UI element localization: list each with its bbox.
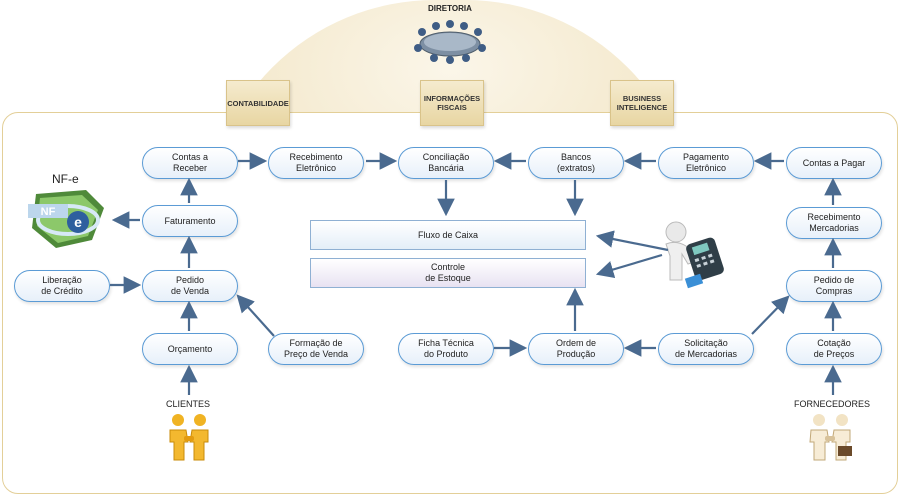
nfe-logo-icon: NF e [28, 190, 104, 248]
tab-informacoes-fiscais[interactable]: INFORMAÇÕES FISCAIS [420, 80, 484, 126]
node-solicitacao-mercadorias[interactable]: Solicitação de Mercadorias [658, 333, 754, 365]
node-ficha-tecnica[interactable]: Ficha Técnica do Produto [398, 333, 494, 365]
person-pos-terminal-icon [665, 221, 724, 289]
fluxo-caixa-box[interactable]: Fluxo de Caixa [310, 220, 586, 250]
node-contas-receber[interactable]: Contas a Receber [142, 147, 238, 179]
fornecedores-label: FORNECEDORES [794, 399, 871, 409]
tab-business-inteligence[interactable]: BUSINESS INTELIGENCE [610, 80, 674, 126]
diretoria-title: DIRETORIA [428, 4, 472, 13]
node-cotacao-precos[interactable]: Cotação de Preços [786, 333, 882, 365]
node-orcamento[interactable]: Orçamento [142, 333, 238, 365]
node-formacao-preco[interactable]: Formação de Preço de Venda [268, 333, 364, 365]
nfe-label: NF-e [52, 172, 79, 186]
node-liberacao-credito[interactable]: Liberação de Crédito [14, 270, 110, 302]
node-ordem-producao[interactable]: Ordem de Produção [528, 333, 624, 365]
node-recebimento-mercadorias[interactable]: Recebimento Mercadorias [786, 207, 882, 239]
node-recebimento-eletronico[interactable]: Recebimento Eletrônico [268, 147, 364, 179]
node-contas-pagar[interactable]: Contas a Pagar [786, 147, 882, 179]
node-pedido-venda[interactable]: Pedido de Venda [142, 270, 238, 302]
svg-text:e: e [74, 214, 82, 230]
fornecedores-businessmen-icon [809, 414, 852, 461]
controle-estoque-box[interactable]: Controle de Estoque [310, 258, 586, 288]
svg-text:NF: NF [41, 206, 56, 218]
node-conciliacao-bancaria[interactable]: Conciliação Bancária [398, 147, 494, 179]
connector-arrows [110, 152, 842, 395]
node-pagamento-eletronico[interactable]: Pagamento Eletrônico [658, 147, 754, 179]
clientes-handshake-icon [169, 414, 209, 461]
node-bancos[interactable]: Bancos (extratos) [528, 147, 624, 179]
meeting-table-icon [414, 20, 486, 64]
node-pedido-compras[interactable]: Pedido de Compras [786, 270, 882, 302]
clientes-label: CLIENTES [166, 399, 211, 409]
tab-contabilidade[interactable]: CONTABILIDADE [226, 80, 290, 126]
